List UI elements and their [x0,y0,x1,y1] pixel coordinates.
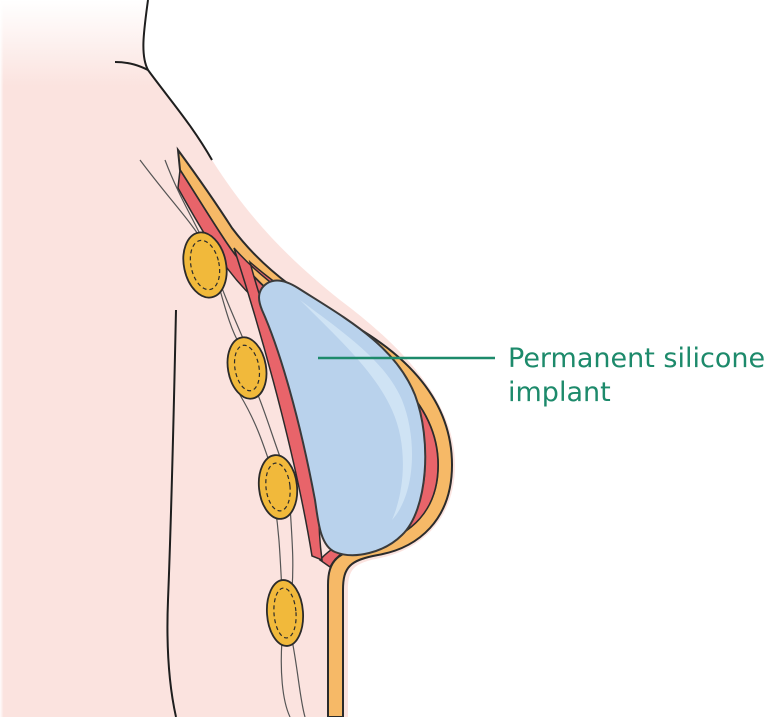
implant-callout-label: Permanent silicone implant [508,342,765,410]
left-fade [0,0,60,717]
callout-line-1: Permanent silicone [508,342,765,376]
callout-line-2: implant [508,376,765,410]
